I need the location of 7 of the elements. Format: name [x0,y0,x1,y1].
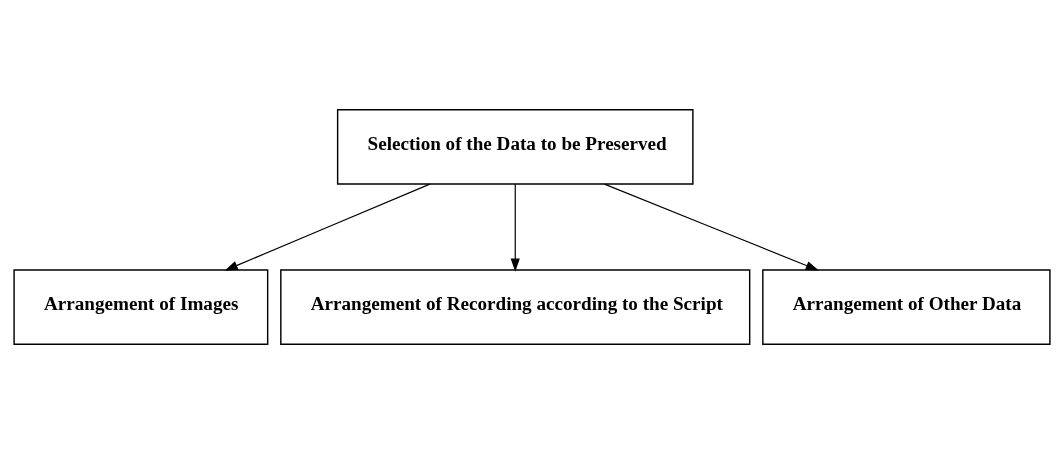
arrow [603,183,819,271]
node-box: Arrangement of Other Data [762,268,1051,345]
arrow [510,183,520,272]
arrow [224,183,431,271]
node-box: Arrangement of Recording according to the Script [280,268,751,345]
node-box: Arrangement of Images [13,268,269,345]
node-box: Selection of the Data to be Preserved [336,108,694,185]
